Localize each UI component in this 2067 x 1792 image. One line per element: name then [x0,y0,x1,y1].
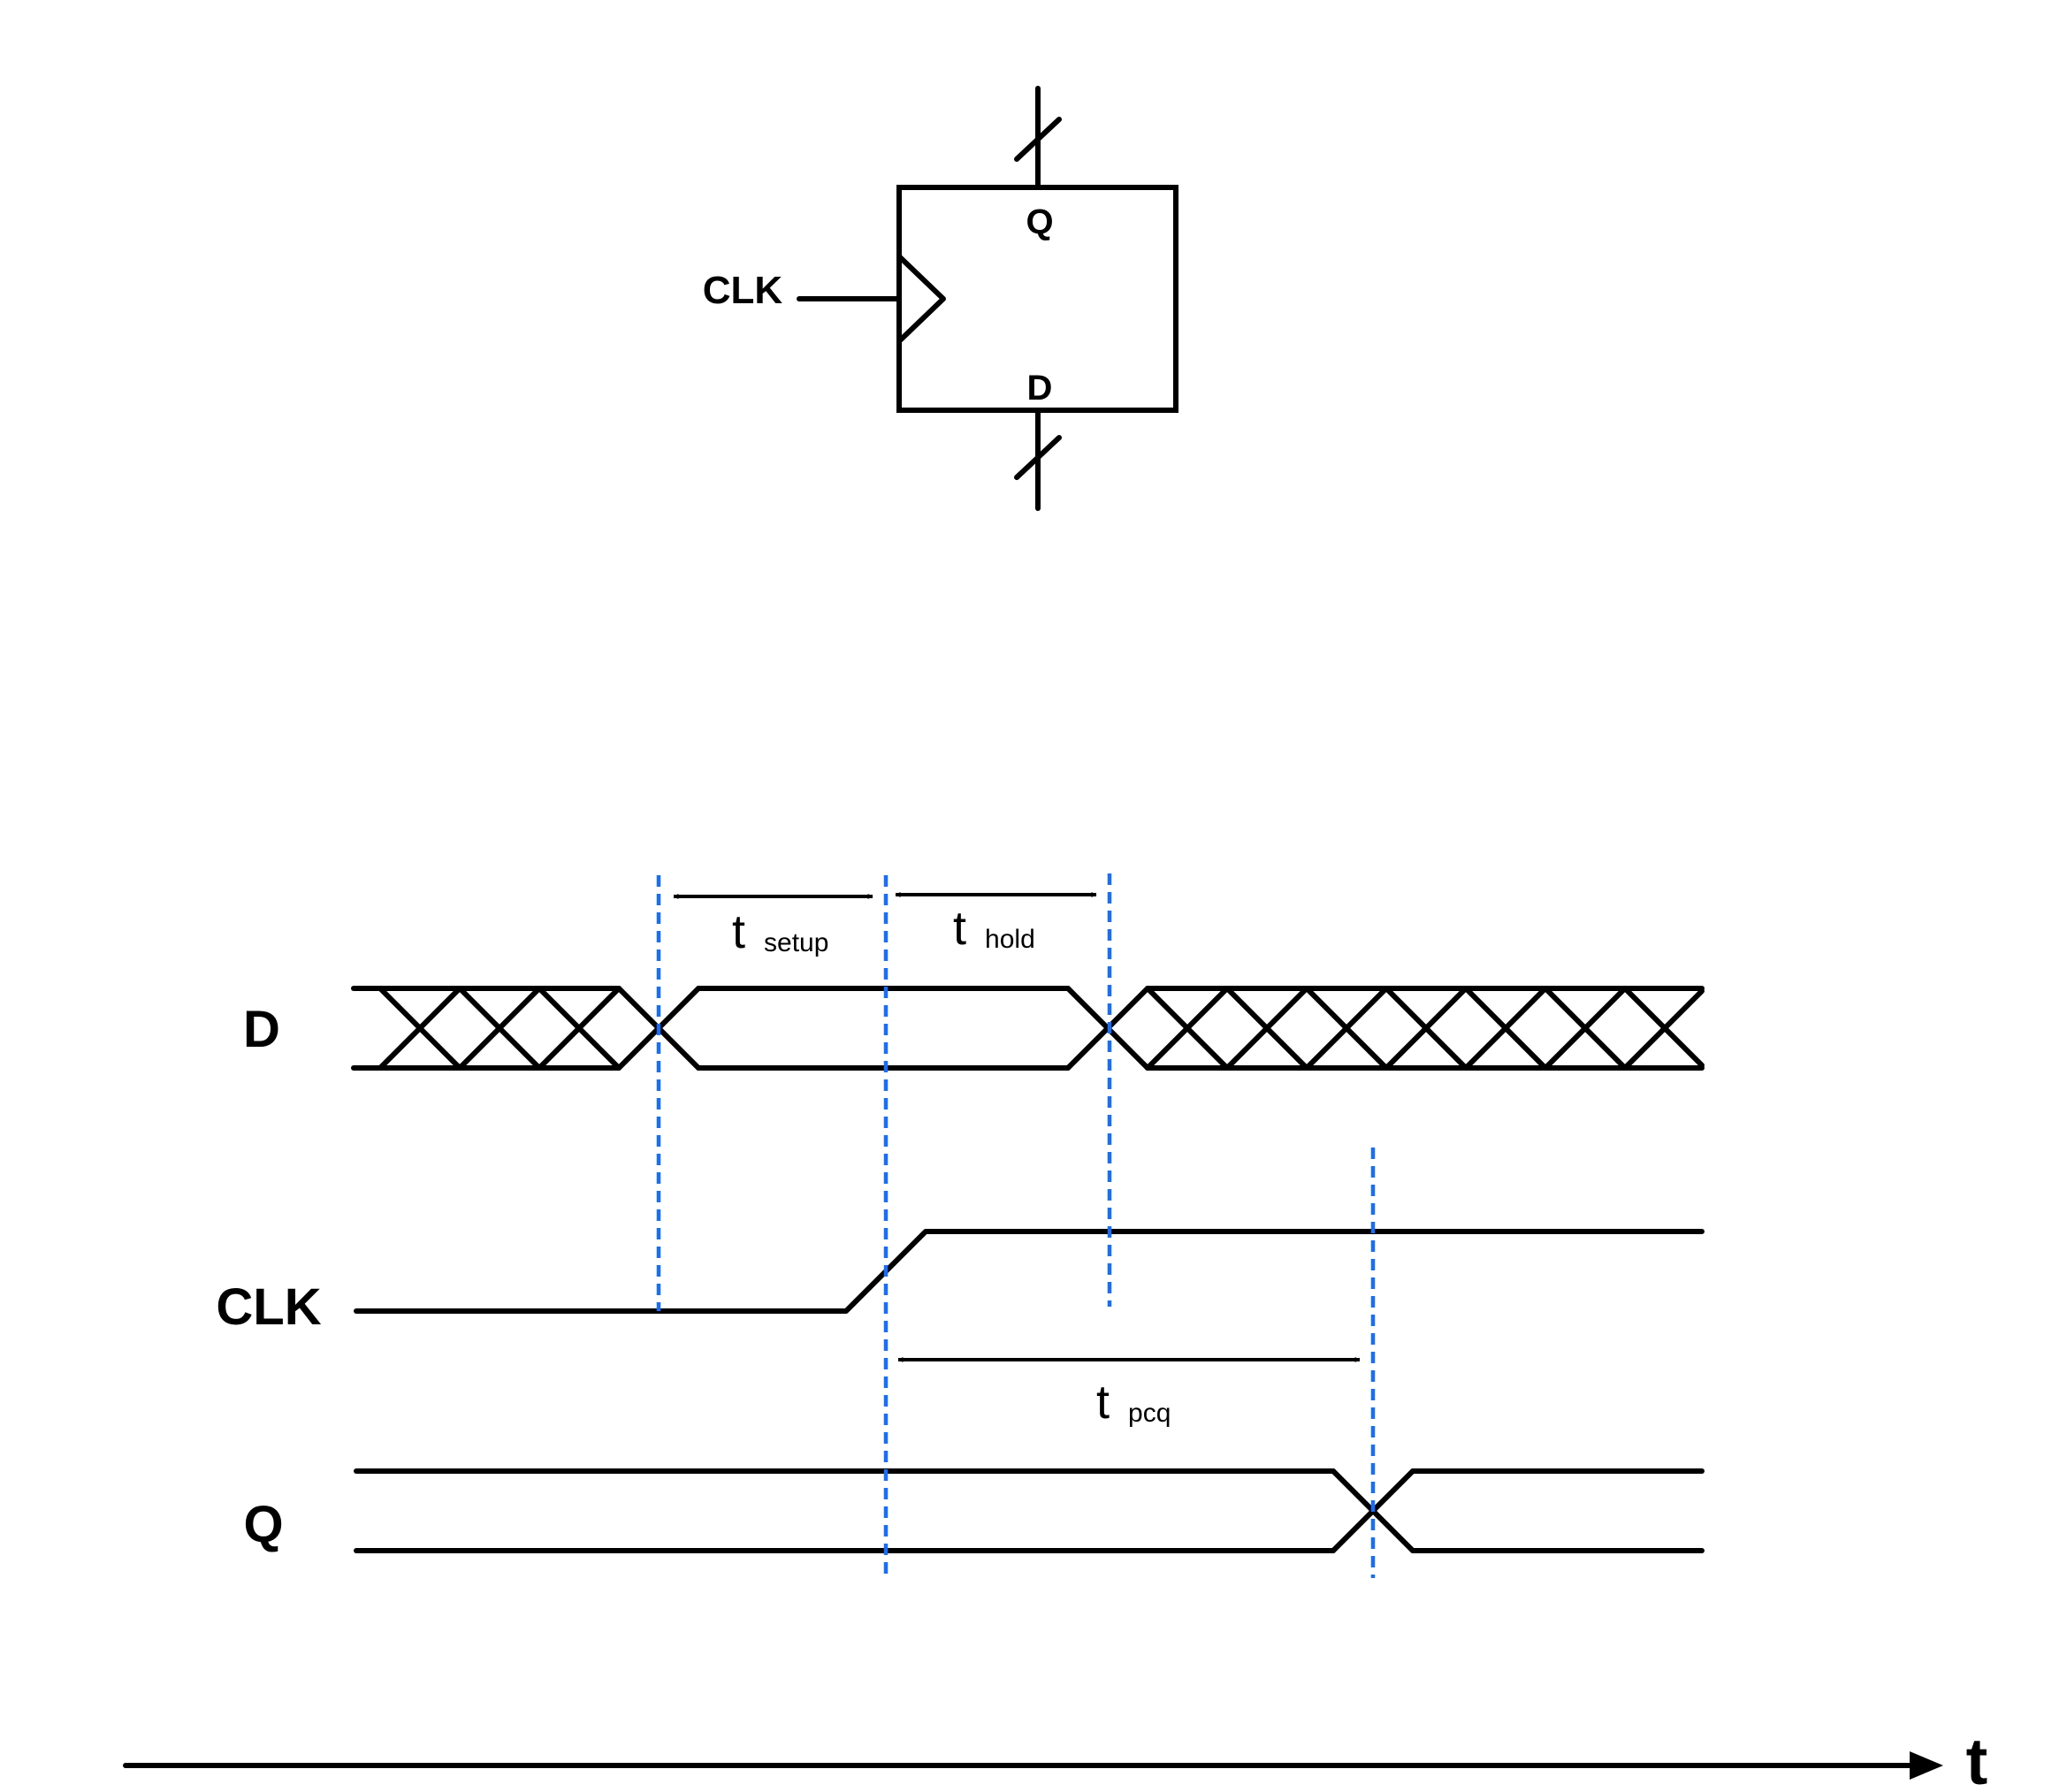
clk-signal [354,1229,1705,1314]
d-invalid-hatch [537,986,622,1071]
pcq-label-main: t [1096,1376,1110,1429]
setup-time-annotation: t setup [673,894,873,958]
setup-label-main: t [732,905,745,958]
flip-flop-symbol: CLK Q D [703,86,1178,511]
hold-label-main: t [953,902,966,955]
time-axis-arrowhead-icon [1910,1751,1943,1780]
d-invalid-hatch [1304,986,1389,1071]
time-axis: t [123,1725,1988,1792]
q-bus-slash [1014,117,1062,162]
hold-time-annotation: t hold [895,892,1097,955]
d-invalid-hatch [1622,988,1705,1071]
d-invalid-hatch [1224,986,1309,1071]
d-waveform-label: D [243,1001,280,1058]
ff-d-label: D [1027,369,1053,408]
hold-label: t hold [953,902,1035,955]
d-invalid-hatch [1145,986,1230,1071]
d-invalid-hatch [1463,986,1548,1071]
timing-guides [656,873,1376,1578]
clock-triangle-icon [896,254,946,344]
q-waveform-label: Q [243,1496,283,1553]
clk-waveform-label: CLK [216,1278,321,1336]
d-invalid-hatch [378,986,462,1071]
time-axis-label: t [1966,1725,1988,1792]
d-invalid-hatch [1543,986,1628,1071]
setup-label-sub: setup [764,928,828,957]
d-invalid-hatch [457,986,542,1071]
q-waveform: Q [243,1468,1705,1553]
d-bus-slash [1014,435,1062,480]
ff-q-label: Q [1026,202,1053,241]
setup-label: t setup [732,905,828,958]
pcq-label-sub: pcq [1128,1399,1171,1428]
ff-clk-label: CLK [703,269,783,312]
clk-waveform: CLK [216,1229,1705,1336]
pcq-time-annotation: t pcq [897,1357,1361,1429]
d-waveform: D [243,986,1705,1071]
hold-label-sub: hold [985,925,1035,954]
pcq-label: t pcq [1096,1376,1171,1429]
d-invalid-hatch [1384,986,1468,1071]
